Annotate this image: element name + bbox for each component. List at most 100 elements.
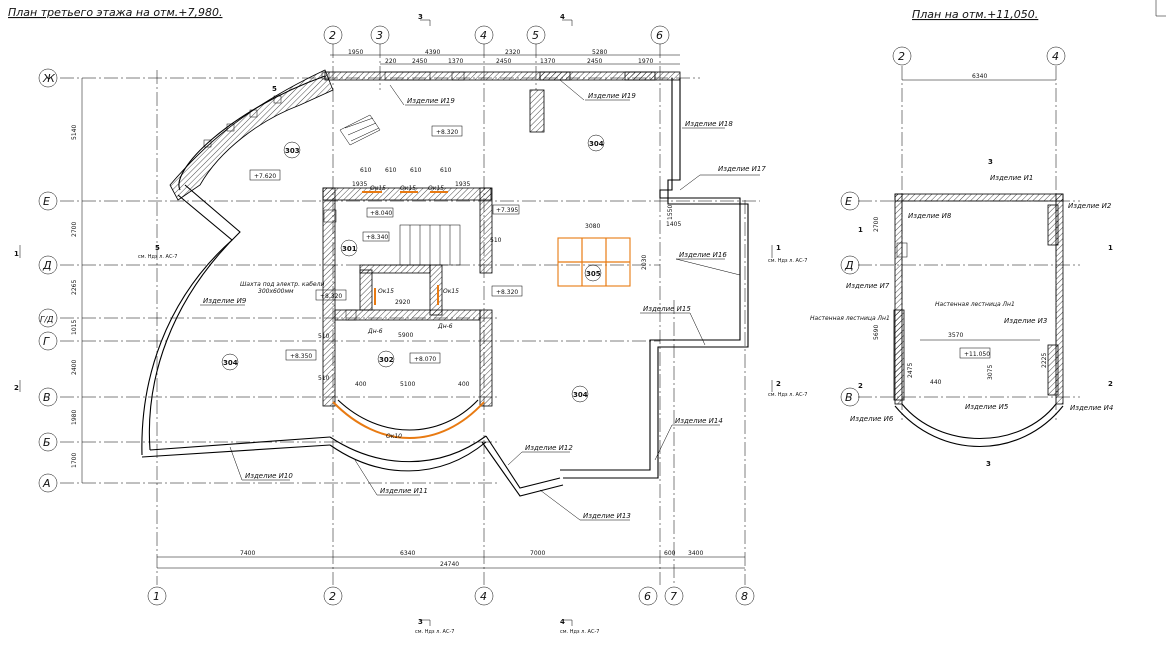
product-label: Изделие И3 <box>1004 317 1047 325</box>
shaft-note: 300х600мм <box>258 288 294 295</box>
dim-text: 2450 <box>496 58 511 65</box>
axis-label-left: В <box>43 391 51 404</box>
ladder-label: Настенная лестница Лн1 <box>935 301 1015 308</box>
dim-text: 3075 <box>987 365 994 380</box>
level-mark: +8.350 <box>290 353 312 360</box>
dim-text: 1370 <box>540 58 555 65</box>
axis-label-top: 3 <box>376 29 383 42</box>
level-mark: +8.320 <box>496 289 518 296</box>
section-mark: 3 <box>418 13 423 21</box>
axis-label-left: В <box>845 391 853 404</box>
section-mark: 1 <box>776 244 781 252</box>
axis-label-bottom: 6 <box>644 590 651 603</box>
dim-text: 6340 <box>972 73 987 80</box>
section-mark: 3 <box>986 460 991 468</box>
room-number: 301 <box>342 245 357 253</box>
dim-text: 7000 <box>530 550 545 557</box>
leader-lines <box>200 79 760 521</box>
dim-text: 5690 <box>873 325 880 340</box>
product-label: Изделие И19 <box>588 92 636 100</box>
dim-text: 440 <box>930 379 942 386</box>
product-label: Изделие И6 <box>850 415 894 423</box>
room-number: 303 <box>285 147 300 155</box>
level-mark: +8.340 <box>366 234 388 241</box>
section-ref: см. Ндз л. АС-7 <box>138 254 177 260</box>
section-mark: 2 <box>1108 380 1113 388</box>
level-mark: +8.320 <box>436 129 458 136</box>
opening-label: Ок15 <box>400 185 416 192</box>
axis-label-top: 4 <box>1052 50 1059 63</box>
product-label: Изделие И7 <box>846 282 890 290</box>
dim-text: 220 <box>385 58 397 65</box>
section-ref: см. Ндз л. АС-7 <box>768 258 807 264</box>
main-plan-title: План третьего этажа на отм.+7,980. <box>8 6 222 19</box>
dim-text: 510 <box>318 333 330 340</box>
section-mark: 2 <box>14 384 19 392</box>
section-mark: 1 <box>14 250 19 258</box>
axis-label-left: Ж <box>42 72 56 85</box>
main-axis-bubbles <box>38 25 755 606</box>
dim-text: 2920 <box>395 299 410 306</box>
axis-label-bottom: 7 <box>670 590 677 603</box>
axis-label-top: 4 <box>480 29 487 42</box>
dim-text: 1935 <box>455 181 470 188</box>
product-label: Изделие И1 <box>990 174 1033 182</box>
dim-text: 2450 <box>587 58 602 65</box>
dim-text: 510 <box>490 237 502 244</box>
axis-label-left: Д <box>42 259 52 272</box>
product-label: Изделие И4 <box>1070 404 1113 412</box>
level-mark: +7.620 <box>254 173 276 180</box>
product-label: Изделие И5 <box>965 403 1009 411</box>
opening-label: Дн-6 <box>437 323 453 330</box>
dimension-lines <box>81 54 745 569</box>
dim-text: 5900 <box>398 332 413 339</box>
section-mark: 5 <box>272 85 277 93</box>
room-number: 302 <box>379 356 394 364</box>
section-mark: 1 <box>1108 244 1113 252</box>
dim-text: 2030 <box>641 255 648 270</box>
section-mark: 2 <box>776 380 781 388</box>
product-label: Изделие И10 <box>245 472 293 480</box>
shaft-note: Шахта под электр. кабели <box>240 281 324 288</box>
room-markers <box>221 134 605 403</box>
axis-label-bottom: 4 <box>480 590 487 603</box>
level-boxes <box>249 125 523 364</box>
dim-text: 2475 <box>907 363 914 378</box>
axis-label-left: Г/Д <box>40 315 53 324</box>
axis-label-top: 2 <box>898 50 905 63</box>
opening-label: Ок10 <box>386 433 402 440</box>
product-label: Изделие И18 <box>685 120 733 128</box>
dim-text: 5280 <box>592 49 607 56</box>
ladder-label: Настенная лестница Лн1 <box>810 315 890 322</box>
dim-text: 2700 <box>71 222 78 237</box>
product-label: Изделие И12 <box>525 444 573 452</box>
dim-text: 3570 <box>948 332 963 339</box>
section-markers <box>19 19 773 626</box>
dim-text: 2400 <box>71 360 78 375</box>
top-plan-title: План на отм.+11,050. <box>912 8 1038 21</box>
dim-text: 1700 <box>71 453 78 468</box>
product-label: Изделие И15 <box>643 305 691 313</box>
dim-text: 1980 <box>71 410 78 425</box>
dim-text: 2225 <box>1041 353 1048 368</box>
level-mark: +8.070 <box>414 356 436 363</box>
room-number: 305 <box>586 270 601 278</box>
level-mark: +11.050 <box>964 351 990 358</box>
room-number: 304 <box>589 140 604 148</box>
top-plan-bubbles <box>840 46 1066 407</box>
section-mark: 3 <box>418 618 423 626</box>
opening-label: Ок15 <box>370 185 386 192</box>
axis-label-left: Е <box>43 195 50 208</box>
dim-text: 7400 <box>240 550 255 557</box>
section-mark: 4 <box>560 13 565 21</box>
level-mark: +8.320 <box>320 293 342 300</box>
main-walls <box>141 69 749 497</box>
dim-text: 2265 <box>71 280 78 295</box>
dim-text: 400 <box>355 381 367 388</box>
dim-text: 610 <box>360 167 372 174</box>
dim-text: 1015 <box>71 320 78 335</box>
dim-text: 610 <box>410 167 422 174</box>
product-label: Изделие И9 <box>203 297 247 305</box>
level-mark: +7.395 <box>496 207 518 214</box>
